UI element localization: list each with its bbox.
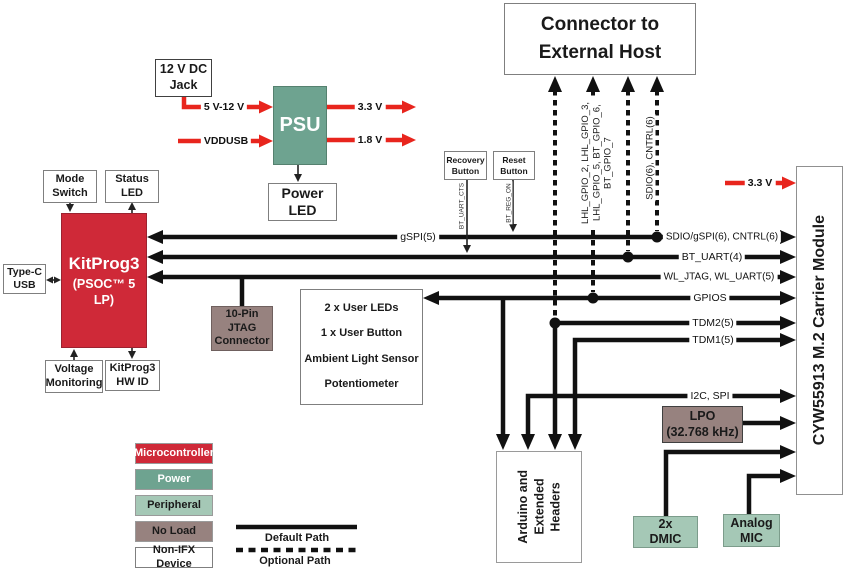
user-peripherals-box: 2 x User LEDs 1 x User Button Ambient Li… — [300, 289, 423, 405]
jtag-connector-box: 10-Pin JTAG Connector — [211, 306, 273, 351]
arrowhead-down — [521, 434, 535, 450]
rail-label-vddusb: VDDUSB — [200, 135, 252, 147]
arrowhead-left — [147, 250, 163, 264]
junction-dot — [587, 292, 599, 304]
signal-label-bt-reg-on: BT_REG_ON — [505, 181, 513, 225]
arrowhead-small-down — [509, 224, 517, 232]
rail-label-3v3: 3.3 V — [354, 101, 386, 113]
legend-no-load: No Load — [135, 521, 213, 542]
user-peripherals-leds: 2 x User LEDs — [324, 301, 399, 314]
arrowhead-small-left — [46, 276, 53, 284]
rail-label-5v-12v: 5 V-12 V — [200, 101, 248, 113]
signal-label-tdm1: TDM1(5) — [689, 334, 737, 346]
mode-switch-box: Mode Switch — [43, 170, 97, 203]
arrowhead-left — [423, 291, 439, 305]
arrowhead-left — [147, 230, 163, 244]
arrowhead-small-right — [54, 276, 61, 284]
arrowhead-up — [548, 76, 562, 92]
arrowhead-down — [568, 434, 582, 450]
legend-default-path-label: Default Path — [264, 532, 330, 544]
junction-dot — [622, 251, 634, 263]
legend-peripheral: Peripheral — [135, 495, 213, 516]
dc-jack-box: 12 V DC Jack — [155, 59, 212, 97]
arrowhead-left — [147, 270, 163, 284]
red-arrowhead-right — [402, 100, 416, 114]
red-arrowhead-right — [259, 134, 273, 148]
arrowhead-right — [780, 250, 796, 264]
kitprog3-box: KitProg3 (PSOC™ 5 LP) — [61, 213, 147, 348]
arrowhead-up — [650, 76, 664, 92]
arrowhead-up — [586, 76, 600, 92]
red-arrowhead-right — [402, 133, 416, 147]
arduino-headers-box: Arduino and Extended Headers — [496, 451, 582, 563]
red-arrowhead-right — [259, 100, 273, 114]
rail-label-1v8: 1.8 V — [354, 134, 386, 146]
signal-label-bt-uart-cts: BT_UART_CTS — [458, 180, 466, 232]
legend-optional-path-label: Optional Path — [259, 555, 331, 567]
user-peripherals-button: 1 x User Button — [320, 327, 403, 340]
line-analog-mic — [746, 473, 782, 514]
analog-mic-box: Analog MIC — [723, 514, 780, 547]
arrowhead-right — [780, 316, 796, 330]
lpo-box: LPO (32.768 kHz) — [662, 406, 743, 443]
arrowhead-right — [780, 291, 796, 305]
signal-label-wl-jtag: WL_JTAG, WL_UART(5) — [660, 271, 778, 283]
arrowhead-small-up — [70, 349, 78, 357]
power-led-box: Power LED — [268, 183, 337, 221]
legend-power: Power — [135, 469, 213, 490]
arrowhead-small-down — [294, 174, 302, 182]
rail-label-module-3v3: 3.3 V — [744, 177, 776, 189]
legend-non-ifx-device: Non-IFX Device — [135, 544, 213, 570]
voltage-monitoring-box: Voltage Monitoring — [45, 360, 103, 393]
junction-dot — [651, 231, 663, 243]
connector-external-host-box: Connector to External Host — [504, 3, 696, 75]
arrowhead-up — [621, 76, 635, 92]
arrowhead-right — [780, 333, 796, 347]
arrowhead-right — [780, 469, 796, 483]
signal-label-sdio-cntrl-group: SDIO(6), CNTRL(6) — [644, 114, 656, 202]
user-peripherals-light-sensor: Ambient Light Sensor — [304, 352, 419, 365]
reset-button-box: Reset Button — [493, 151, 535, 180]
signal-label-i2c-spi: I2C, SPI — [687, 390, 733, 402]
red-arrowhead-right — [782, 176, 796, 190]
signal-label-bt-uart: BT_UART(4) — [678, 251, 746, 263]
status-led-box: Status LED — [105, 170, 159, 203]
arrowhead-right — [780, 445, 796, 459]
kitprog3-title: KitProg3 — [68, 253, 140, 273]
arrowhead-small-down — [463, 245, 471, 253]
arrowhead-small-down — [66, 204, 74, 212]
signal-label-sdio-gspi-cntrl: SDIO/gSPI(6), CNTRL(6) — [662, 231, 782, 243]
arrowhead-small-down — [128, 351, 136, 359]
signal-label-gspi5: gSPI(5) — [397, 231, 439, 243]
legend-microcontroller: Microcontroller — [134, 443, 214, 464]
arrowhead-down — [548, 434, 562, 450]
arrowhead-right — [780, 230, 796, 244]
kitprog3-subtitle: (PSOC™ 5 LP) — [72, 277, 136, 307]
signal-label-gpios: GPIOS — [690, 292, 730, 304]
arrowhead-right — [780, 270, 796, 284]
psu-box: PSU — [273, 86, 327, 165]
signal-label-lhl-gpio-group: LHL_GPIO_2, LHL_GPIO_3, LHL_GPIO_5, BT_G… — [580, 100, 614, 226]
user-peripherals-potentiometer: Potentiometer — [324, 378, 399, 391]
arrowhead-down — [496, 434, 510, 450]
type-c-usb-box: Type-C USB — [3, 264, 46, 294]
junction-dot — [549, 317, 561, 329]
arrowhead-right — [780, 389, 796, 403]
kitprog3-hw-id-box: KitProg3 HW ID — [105, 360, 160, 391]
arrowhead-small-up — [128, 202, 136, 210]
m2-carrier-module-box: CYW55913 M.2 Carrier Module — [796, 166, 843, 495]
arrowhead-right — [780, 416, 796, 430]
bus-i2c-spi — [525, 393, 782, 437]
line-dmic — [663, 449, 782, 516]
signal-label-tdm2: TDM2(5) — [689, 317, 737, 329]
recovery-button-box: Recovery Button — [444, 151, 487, 180]
dmic-box: 2x DMIC — [633, 516, 698, 548]
